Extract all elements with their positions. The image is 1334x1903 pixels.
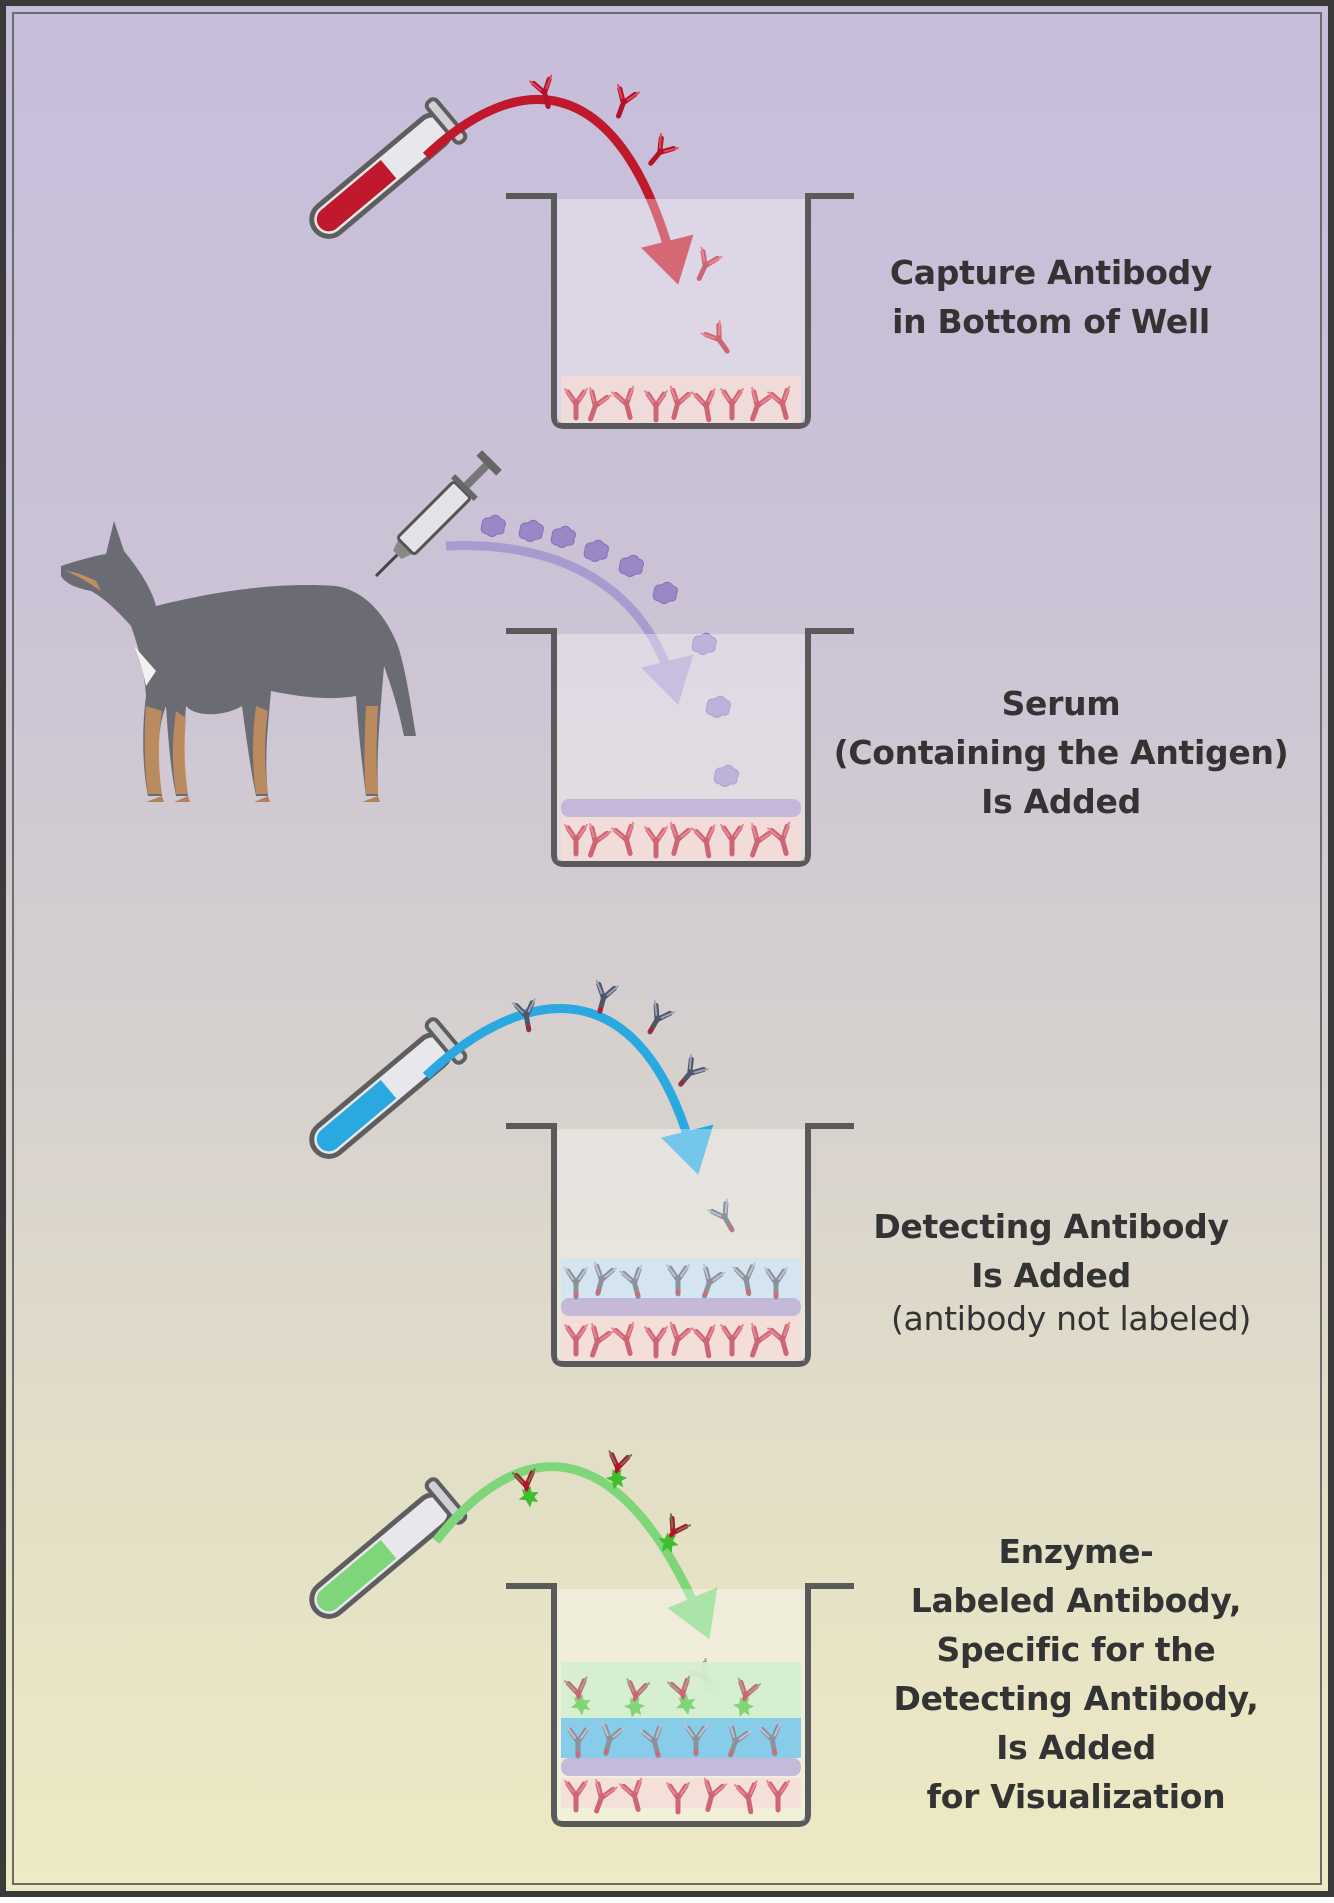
step-4-label-line: Specific for the — [936, 1630, 1216, 1669]
step-1-label: Capture Antibody in Bottom of Well — [846, 248, 1256, 346]
test-tube-icon — [299, 97, 467, 250]
step-4-label-line: Detecting Antibody, — [893, 1679, 1259, 1718]
step-3-label-line: Detecting Antibody — [873, 1207, 1229, 1246]
step-4-label: Enzyme- Labeled Antibody, Specific for t… — [866, 1527, 1286, 1821]
step-2-label-line: (Containing the Antigen) — [833, 733, 1289, 772]
step-4-label-line: Enzyme- — [998, 1532, 1154, 1571]
step-1-graphic — [299, 76, 854, 429]
step-3-note: (antibody not labeled) — [846, 1294, 1296, 1343]
step-1-label-line: in Bottom of Well — [892, 302, 1210, 341]
step-4-label-line: for Visualization — [926, 1777, 1226, 1816]
syringe-icon — [374, 450, 502, 578]
step-2-label-line: Serum — [1001, 684, 1121, 723]
transfer-arrow — [445, 541, 694, 705]
transfer-arrow — [422, 1004, 714, 1175]
well-icon — [506, 628, 854, 867]
step-3-graphic — [299, 981, 854, 1367]
step-3-note-text: (antibody not labeled) — [890, 1299, 1252, 1338]
step-3-label-line: Is Added — [971, 1256, 1131, 1295]
diagram-canvas — [61, 6, 854, 1827]
step-2-graphic — [61, 450, 854, 867]
step-3-label: Detecting Antibody Is Added — [826, 1202, 1276, 1300]
step-2-label: Serum (Containing the Antigen) Is Added — [826, 679, 1296, 826]
transfer-arrow — [422, 95, 694, 285]
step-4-graphic — [299, 1451, 854, 1827]
step-4-label-line: Labeled Antibody, — [910, 1581, 1242, 1620]
test-tube-icon — [299, 1017, 467, 1170]
transfer-arrow — [432, 1462, 718, 1640]
step-2-label-line: Is Added — [981, 782, 1141, 821]
test-tube-icon — [299, 1477, 467, 1630]
well-icon — [506, 1583, 854, 1827]
step-1-label-line: Capture Antibody — [889, 253, 1213, 292]
well-icon — [506, 1123, 854, 1367]
step-4-label-line: Is Added — [996, 1728, 1156, 1767]
well-icon — [506, 193, 854, 429]
dog-icon — [61, 521, 416, 802]
